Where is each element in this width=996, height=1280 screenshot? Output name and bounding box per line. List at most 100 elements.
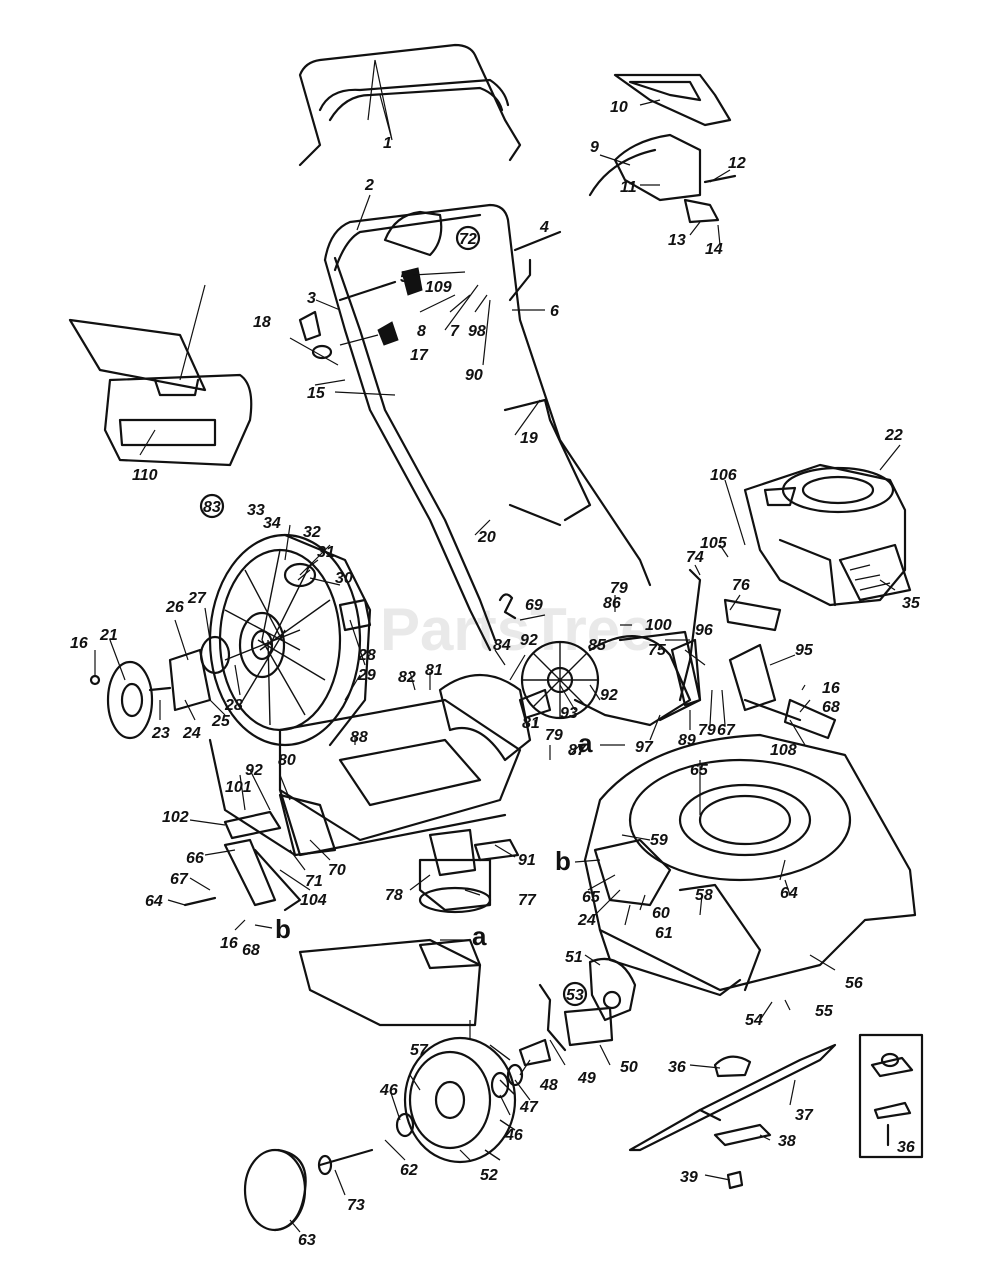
callout-3: 3 — [307, 290, 316, 307]
callout-92c: 92 — [245, 762, 263, 779]
callout-65a: 65 — [690, 762, 709, 779]
callout-81b: 81 — [522, 715, 540, 732]
callout-51: 51 — [565, 949, 583, 966]
callout-88: 88 — [350, 729, 368, 746]
callout-54: 54 — [745, 1012, 763, 1029]
callout-16a: 16 — [70, 635, 88, 652]
callout-1: 1 — [383, 135, 392, 152]
callout-108: 108 — [770, 742, 797, 759]
watermark: PartsTree — [380, 596, 654, 663]
hubcap-63 — [243, 1148, 374, 1232]
callout-57: 57 — [410, 1042, 429, 1059]
callout-6: 6 — [550, 303, 559, 320]
bolt-4 — [513, 230, 562, 252]
callout-37: 37 — [795, 1107, 814, 1124]
callout-16c: 16 — [822, 680, 840, 697]
circled-refs: 72 83 53 — [199, 225, 588, 1007]
callout-65b: 65 — [582, 889, 601, 906]
callout-64a: 64 — [145, 893, 163, 910]
callout-81a: 81 — [425, 662, 443, 679]
callout-47: 47 — [519, 1099, 539, 1116]
callout-68a: 68 — [242, 942, 260, 959]
section-markers: a a b b — [254, 728, 625, 951]
callout-97: 97 — [635, 739, 654, 756]
engine-22 — [743, 463, 912, 607]
callout-61: 61 — [655, 925, 673, 942]
callout-85: 85 — [588, 637, 607, 654]
lower-handle — [323, 203, 652, 652]
callout-89: 89 — [678, 732, 696, 749]
callout-28b: 28 — [224, 697, 243, 714]
callout-2: 2 — [364, 177, 374, 194]
knob-18 — [289, 310, 339, 366]
callout-38: 38 — [778, 1133, 796, 1150]
shift-linkage — [670, 568, 837, 740]
callout-59: 59 — [650, 832, 668, 849]
callout-20: 20 — [477, 529, 496, 546]
callout-30: 30 — [335, 570, 353, 587]
callout-79c: 79 — [545, 727, 563, 744]
knob-17 — [339, 321, 399, 346]
callout-109: 109 — [425, 279, 452, 296]
callout-91: 91 — [518, 852, 536, 869]
callout-31: 31 — [317, 544, 335, 561]
callout-70: 70 — [328, 862, 346, 879]
bolt-15 — [338, 280, 397, 302]
marker-b-deck: b — [555, 846, 571, 876]
callout-labels: 1 2 3 4 5 6 7 8 9 10 11 12 13 14 15 16 1… — [70, 99, 921, 1249]
callout-7: 7 — [450, 323, 460, 340]
callout-67b: 67 — [717, 722, 736, 739]
callout-55: 55 — [815, 1003, 834, 1020]
callout-74: 74 — [686, 549, 704, 566]
callout-12: 12 — [728, 155, 746, 172]
callout-79a: 79 — [610, 580, 628, 597]
callout-98: 98 — [468, 323, 486, 340]
callout-92a: 92 — [520, 632, 538, 649]
door-hinge-parts — [183, 810, 302, 912]
callout-46b: 46 — [504, 1127, 523, 1144]
discharge-chute-57 — [298, 938, 482, 1027]
callout-102: 102 — [162, 809, 189, 826]
callout-48: 48 — [539, 1077, 558, 1094]
callout-90: 90 — [465, 367, 483, 384]
grass-bag-110 — [68, 318, 253, 467]
callout-96: 96 — [695, 622, 713, 639]
callout-17: 17 — [410, 347, 429, 364]
front-wheel-52 — [395, 1036, 524, 1164]
callout-22: 22 — [884, 427, 903, 444]
callout-27: 27 — [187, 590, 207, 607]
inset-36 — [858, 1033, 924, 1159]
callout-23: 23 — [151, 725, 170, 742]
callout-101: 101 — [225, 779, 252, 796]
callout-73: 73 — [347, 1197, 365, 1214]
callout-10: 10 — [610, 99, 628, 116]
callout-11: 11 — [620, 179, 637, 196]
callout-78: 78 — [385, 887, 403, 904]
marker-b-door: b — [275, 914, 291, 944]
callout-80: 80 — [278, 752, 296, 769]
callout-19: 19 — [520, 430, 538, 447]
callout-16b: 16 — [220, 935, 238, 952]
callout-60: 60 — [652, 905, 670, 922]
callout-79b: 79 — [698, 722, 716, 739]
callout-104: 104 — [300, 892, 327, 909]
callout-95: 95 — [795, 642, 814, 659]
callout-14: 14 — [705, 241, 723, 258]
drive-assembly — [518, 630, 702, 727]
callout-92b: 92 — [600, 687, 618, 704]
callout-63: 63 — [298, 1232, 316, 1249]
callout-87: 87 — [568, 742, 587, 759]
wheel-hub-parts — [89, 598, 372, 740]
r-clip-69 — [498, 593, 517, 620]
callout-33: 33 — [247, 502, 265, 519]
callout-36a: 36 — [668, 1059, 686, 1076]
control-parts — [588, 73, 737, 224]
circled-83: 83 — [203, 499, 221, 516]
mower-deck-56 — [583, 733, 917, 997]
circled-53: 53 — [566, 987, 584, 1004]
callout-8: 8 — [417, 323, 426, 340]
marker-a-chute: a — [472, 921, 487, 951]
callout-24: 24 — [182, 725, 201, 742]
callout-66: 66 — [186, 850, 204, 867]
callout-62: 62 — [400, 1162, 418, 1179]
